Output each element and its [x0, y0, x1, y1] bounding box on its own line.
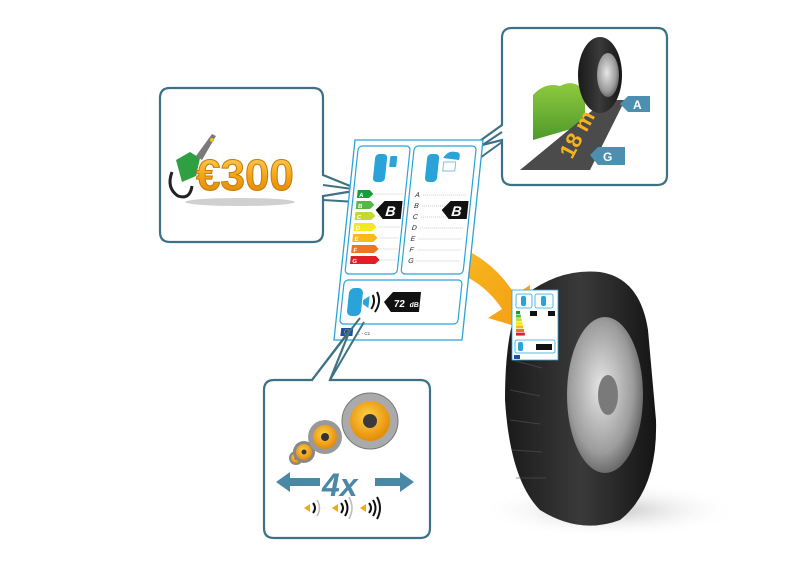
fuel-class-bar-d: [353, 223, 377, 231]
speaker-l-icon: [341, 392, 399, 450]
noise-section: [339, 279, 463, 325]
four-times-arrow-icon: [276, 472, 414, 492]
noise-multiplier: 4x: [321, 467, 359, 503]
wet-grip-rating-badge: B: [441, 201, 469, 219]
fuel-class-bar-g: [349, 256, 380, 264]
speaker-m-icon: [308, 420, 342, 454]
noise-pointer-line-2: [329, 321, 365, 381]
fuel-class-bar-f: [351, 245, 379, 253]
fuel-rating-badge: B: [375, 201, 403, 219]
svg-text:B: B: [451, 203, 463, 219]
label-footer-code: ... - C1: [356, 331, 370, 336]
fuel-class-label: B: [358, 204, 364, 210]
mini-fuel-bar: [516, 314, 521, 318]
wet-grip-class-label: F: [409, 247, 415, 254]
fuel-class-bar-c: [354, 212, 376, 220]
fuel-class-bar-a: [356, 190, 374, 198]
wet-grip-class-label: B: [414, 203, 420, 210]
wet-grip-class-label: C: [412, 214, 419, 221]
fuel-class-label: E: [354, 237, 359, 243]
noise-pointer-line: [311, 317, 361, 381]
fuel-class-bar-e: [352, 234, 378, 242]
wet-grip-column: [400, 145, 477, 275]
label-frame: [333, 139, 484, 341]
fuel-class-label: C: [356, 215, 362, 221]
wet-grip-class-label: A: [414, 192, 421, 199]
grip-class-g-marker: G: [590, 147, 625, 165]
svg-text:72 dB: 72 dB: [393, 299, 419, 310]
mini-eu-label: [511, 289, 559, 361]
fuel-class-label: F: [353, 248, 358, 254]
svg-text:A: A: [633, 98, 642, 112]
wet-grip-tyre-icon: [424, 151, 460, 182]
fuel-tyre-icon: [372, 154, 398, 182]
svg-text:G: G: [603, 150, 612, 164]
wet-grip-class-label: G: [408, 258, 415, 265]
wet-grip-class-label: E: [410, 236, 416, 243]
fuel-class-bar-b: [355, 201, 375, 209]
speaker-s-icon: [293, 441, 315, 463]
grass-block: [533, 83, 585, 140]
coin-shadow: [185, 198, 295, 206]
mini-fuel-bar: [516, 332, 525, 336]
mini-fuel-bar: [516, 325, 524, 329]
wet-grip-class-label: D: [411, 225, 417, 232]
fuel-column: [344, 145, 411, 275]
fuel-savings-amount: €300: [196, 151, 294, 200]
mini-fuel-bar: [516, 321, 523, 325]
noise-value-badge: 72 dB: [383, 292, 422, 312]
grip-class-a-marker: A: [620, 96, 650, 112]
svg-text:B: B: [385, 203, 397, 219]
fuel-nozzle-icon: [168, 134, 216, 199]
noise-tyre-icon: [346, 288, 381, 316]
sound-1-wave-icon: [304, 499, 321, 517]
speaker-icons: [289, 392, 399, 465]
noise-callout: 4x: [262, 317, 432, 540]
fuel-class-label: D: [355, 226, 361, 232]
fuel-class-label: G: [352, 259, 358, 265]
sound-3-wave-icon: [360, 496, 381, 520]
sound-level-icons: [304, 496, 381, 520]
sound-2-wave-icon: [332, 496, 353, 520]
fuel-callout: €300: [158, 86, 413, 244]
mini-fuel-bar: [516, 311, 520, 314]
mini-fuel-bar: [516, 329, 524, 332]
tyre-with-label: [480, 271, 740, 538]
mini-fuel-bar: [516, 318, 522, 322]
fuel-class-label: A: [359, 193, 365, 199]
